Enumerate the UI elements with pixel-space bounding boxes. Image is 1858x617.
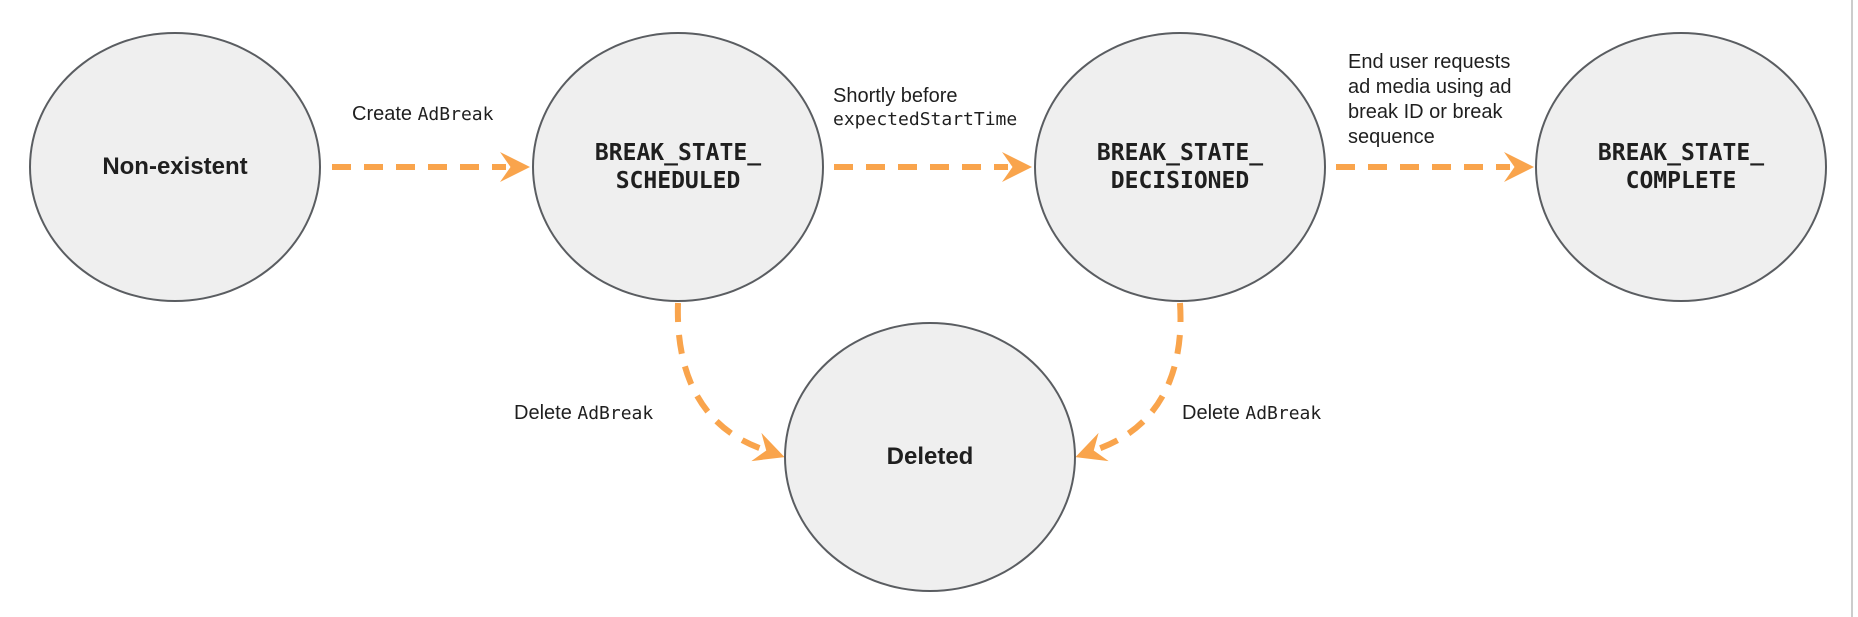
page-right-border (1851, 0, 1853, 617)
edge-label-delete-adbreak-right: Delete AdBreak (1182, 402, 1321, 425)
state-node-break-state-decisioned: BREAK_STATE_ DECISIONED (1034, 32, 1326, 302)
edge-label-code: AdBreak (577, 403, 654, 424)
edge-label-text: Create (352, 103, 418, 125)
state-node-break-state-complete: BREAK_STATE_ COMPLETE (1535, 32, 1827, 302)
state-label-line2: COMPLETE (1625, 168, 1737, 194)
edge-label-create-adbreak: Create AdBreak (352, 103, 493, 126)
state-node-deleted: Deleted (784, 322, 1076, 592)
edge-label-code: expectedStartTime (833, 109, 1018, 130)
state-label-line1: BREAK_STATE_ (1597, 140, 1765, 166)
edge-label-text: End user requests ad media using ad brea… (1348, 51, 1512, 148)
edge-label-delete-adbreak-left: Delete AdBreak (514, 402, 653, 425)
edge-label-end-user-request: End user requests ad media using ad brea… (1348, 50, 1530, 150)
edge-label-text: Shortly before (833, 85, 958, 107)
edge-label-text: Delete (514, 402, 578, 424)
edge-label-shortly-before: Shortly before expectedStartTime (833, 85, 1017, 131)
arrow-delete-decisioned-to-deleted (1075, 302, 1184, 462)
state-node-non-existent: Non-existent (29, 32, 321, 302)
edge-label-text: Delete (1182, 402, 1246, 424)
state-label-line2: SCHEDULED (615, 168, 741, 194)
state-label-line1: BREAK_STATE_ (1096, 140, 1264, 166)
state-label: Deleted (886, 443, 974, 470)
edge-label-code: AdBreak (417, 104, 494, 125)
edge-label-code: AdBreak (1245, 403, 1322, 424)
state-label: Non-existent (102, 153, 248, 180)
state-label-line1: BREAK_STATE_ (594, 140, 762, 166)
state-node-break-state-scheduled: BREAK_STATE_ SCHEDULED (532, 32, 824, 302)
state-label-line2: DECISIONED (1110, 168, 1250, 194)
arrow-delete-scheduled-to-deleted (674, 302, 785, 462)
